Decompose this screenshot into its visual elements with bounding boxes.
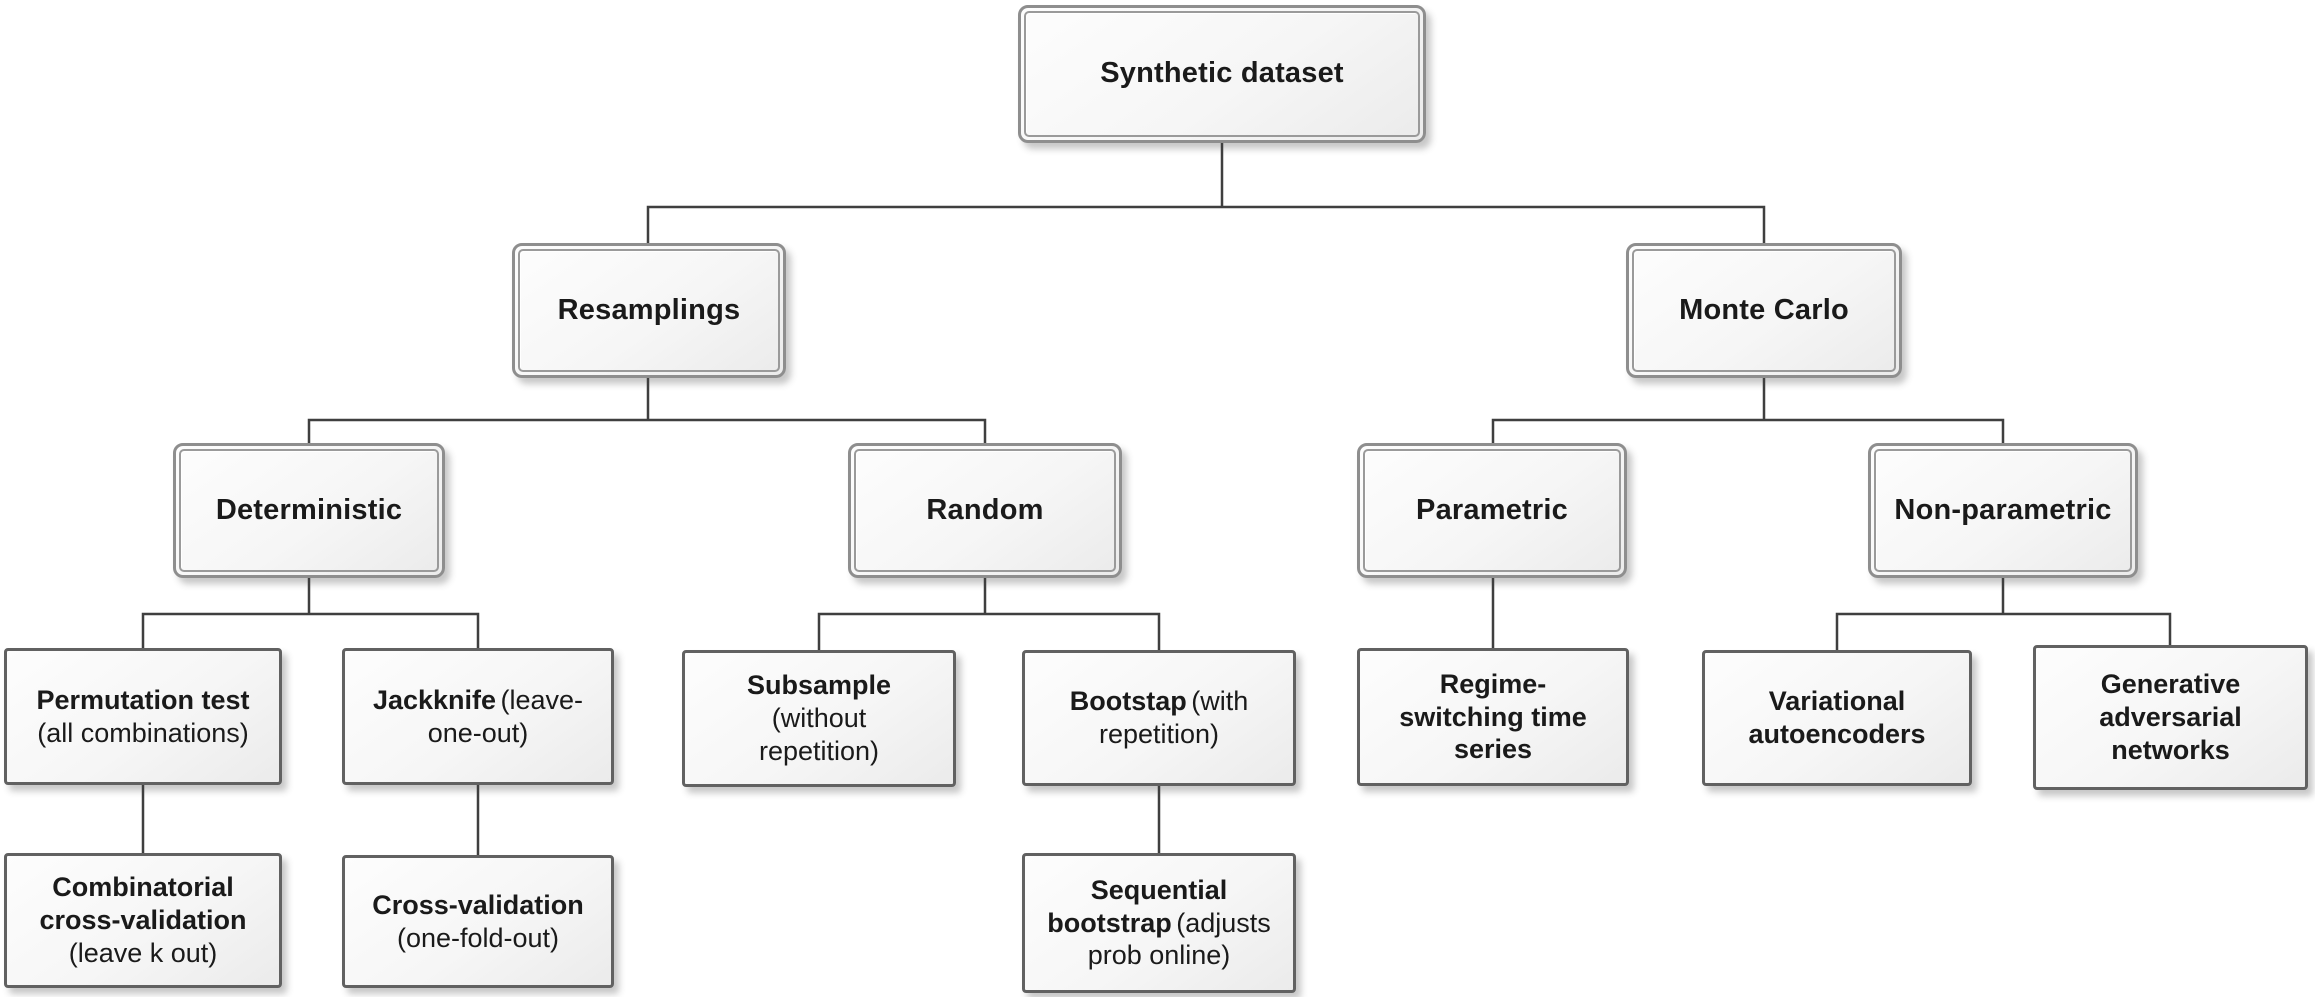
node-monte-carlo: Monte Carlo [1626, 243, 1902, 378]
node-combinatorial-cv-note: (leave k out) [68, 937, 218, 968]
node-combinatorial-cross-validation: Combinatorial cross-validation (leave k … [4, 853, 282, 988]
node-subsample: Subsample (without repetition) [682, 650, 956, 787]
node-deterministic-label: Deterministic [215, 493, 403, 526]
node-jackknife-label: Jackknife [372, 684, 497, 715]
node-synthetic-dataset: Synthetic dataset [1018, 5, 1426, 143]
node-regime-switching-time-series: Regime-switching time series [1357, 648, 1629, 786]
node-non-parametric: Non-parametric [1868, 443, 2138, 578]
node-gan-label: Generative adversarial networks [2099, 669, 2242, 765]
connector-random-children [817, 578, 1161, 650]
node-jackknife: Jackknife (leave-one-out) [342, 648, 614, 785]
connector-resamplings-children [307, 378, 987, 443]
node-resamplings-label: Resamplings [557, 293, 741, 326]
node-cross-validation-label: Cross-validation [372, 889, 584, 920]
node-sequential-bootstrap-label: Sequential bootstrap [1047, 874, 1228, 938]
node-bootstap-note: (with repetition) [1098, 686, 1249, 749]
node-random-label: Random [926, 493, 1044, 526]
node-variational-autoencoders-label: Variational autoencoders [1748, 686, 1926, 749]
node-bootstap: Bootstap (with repetition) [1022, 650, 1296, 786]
node-random: Random [848, 443, 1122, 578]
node-parametric: Parametric [1357, 443, 1627, 578]
node-deterministic: Deterministic [173, 443, 445, 578]
node-combinatorial-cv-label: Combinatorial cross-validation [39, 872, 247, 936]
node-variational-autoencoders: Variational autoencoders [1702, 650, 1972, 786]
connector-synthetic-children [646, 143, 1766, 243]
node-regime-switching-label: Regime-switching time series [1399, 668, 1587, 765]
node-bootstap-label: Bootstap [1069, 686, 1187, 717]
connector-montecarlo-children [1491, 378, 2005, 443]
node-jackknife-note: (leave-one-out) [427, 684, 584, 748]
node-sequential-bootstrap-note: (adjusts prob online) [1087, 907, 1271, 971]
connector-deterministic-children [141, 578, 480, 648]
node-generative-adversarial-networks: Generative adversarial networks [2033, 645, 2308, 790]
node-permutation-test-label: Permutation test [36, 684, 250, 715]
node-synthetic-dataset-label: Synthetic dataset [1100, 57, 1344, 90]
node-subsample-note: (without repetition) [758, 703, 880, 766]
node-permutation-test-note: (all combinations) [37, 717, 249, 748]
node-permutation-test: Permutation test (all combinations) [4, 648, 282, 785]
node-non-parametric-label: Non-parametric [1894, 493, 2112, 526]
node-cross-validation-note: (one-fold-out) [396, 922, 560, 953]
node-parametric-label: Parametric [1416, 493, 1568, 526]
node-sequential-bootstrap: Sequential bootstrap (adjusts prob onlin… [1022, 853, 1296, 993]
node-resamplings: Resamplings [512, 243, 786, 378]
node-subsample-label: Subsample [746, 670, 892, 701]
node-monte-carlo-label: Monte Carlo [1679, 293, 1849, 326]
node-cross-validation: Cross-validation (one-fold-out) [342, 855, 614, 988]
connector-nonparametric-children [1835, 578, 2172, 650]
